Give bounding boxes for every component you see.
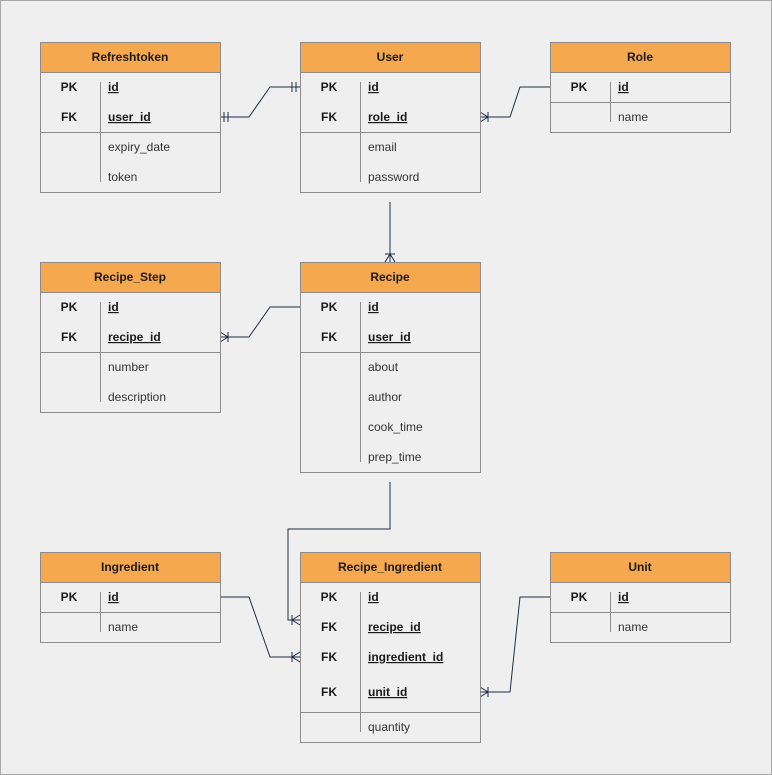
attribute-field: email <box>368 140 397 154</box>
attribute-field: description <box>108 390 166 404</box>
key-type-label: FK <box>321 330 337 344</box>
key-field: id <box>368 80 379 94</box>
table-title: Refreshtoken <box>92 50 169 64</box>
key-type-label: PK <box>321 80 338 94</box>
key-type-label: PK <box>321 300 338 314</box>
attribute-field: token <box>108 170 137 184</box>
key-type-label: PK <box>571 590 588 604</box>
table-title: Unit <box>628 560 651 574</box>
table-header <box>300 262 481 293</box>
key-field: recipe_id <box>108 330 161 344</box>
attribute-field: prep_time <box>368 450 422 464</box>
rel-refreshtoken-user <box>220 82 300 122</box>
key-type-label: FK <box>321 685 337 699</box>
key-type-label: FK <box>61 330 77 344</box>
table-body <box>300 582 481 743</box>
table-title: Recipe <box>370 270 410 284</box>
key-type-label: PK <box>321 590 338 604</box>
rel-unit-recipeingredient <box>479 596 550 698</box>
key-field: unit_id <box>368 685 407 699</box>
attribute-field: password <box>368 170 419 184</box>
key-field: id <box>618 80 629 94</box>
rel-ingredient-recipeingredient <box>220 596 301 663</box>
key-field: id <box>108 80 119 94</box>
key-field: id <box>108 300 119 314</box>
attribute-field: cook_time <box>368 420 423 434</box>
key-type-label: PK <box>61 590 78 604</box>
table-header <box>300 552 481 583</box>
table-header <box>550 552 731 583</box>
attribute-field: name <box>618 620 648 634</box>
key-type-label: PK <box>61 300 78 314</box>
attribute-field: expiry_date <box>108 140 170 154</box>
attribute-field: name <box>618 110 648 124</box>
table-header <box>40 42 221 73</box>
attribute-field: name <box>108 620 138 634</box>
key-type-label: FK <box>321 110 337 124</box>
key-type-label: FK <box>61 110 77 124</box>
table-header <box>40 552 221 583</box>
table-title: Ingredient <box>101 560 159 574</box>
attribute-field: author <box>368 390 402 404</box>
rel-recipe-recipestep <box>219 306 300 343</box>
key-field: recipe_id <box>368 620 421 634</box>
table-header <box>550 42 731 73</box>
key-type-label: PK <box>571 80 588 94</box>
key-field: user_id <box>368 330 411 344</box>
attribute-field: quantity <box>368 720 410 734</box>
key-type-label: FK <box>321 650 337 664</box>
table-title: Role <box>627 50 653 64</box>
key-field: id <box>108 590 119 604</box>
key-field: id <box>618 590 629 604</box>
table-body <box>300 292 481 473</box>
key-type-label: FK <box>321 620 337 634</box>
attribute-field: number <box>108 360 149 374</box>
key-field: id <box>368 590 379 604</box>
table-title: User <box>377 50 404 64</box>
key-field: role_id <box>368 110 407 124</box>
key-field: ingredient_id <box>368 650 443 664</box>
rel-recipe-recipeingredient <box>287 482 391 626</box>
relationship-lines <box>219 82 550 698</box>
attribute-field: about <box>368 360 399 374</box>
key-field: user_id <box>108 110 151 124</box>
rel-role-user <box>479 86 550 123</box>
key-field: id <box>368 300 379 314</box>
key-type-label: PK <box>61 80 78 94</box>
table-title: Recipe_Step <box>94 270 166 284</box>
table-title: Recipe_Ingredient <box>338 560 442 574</box>
rel-user-recipe <box>384 202 396 263</box>
